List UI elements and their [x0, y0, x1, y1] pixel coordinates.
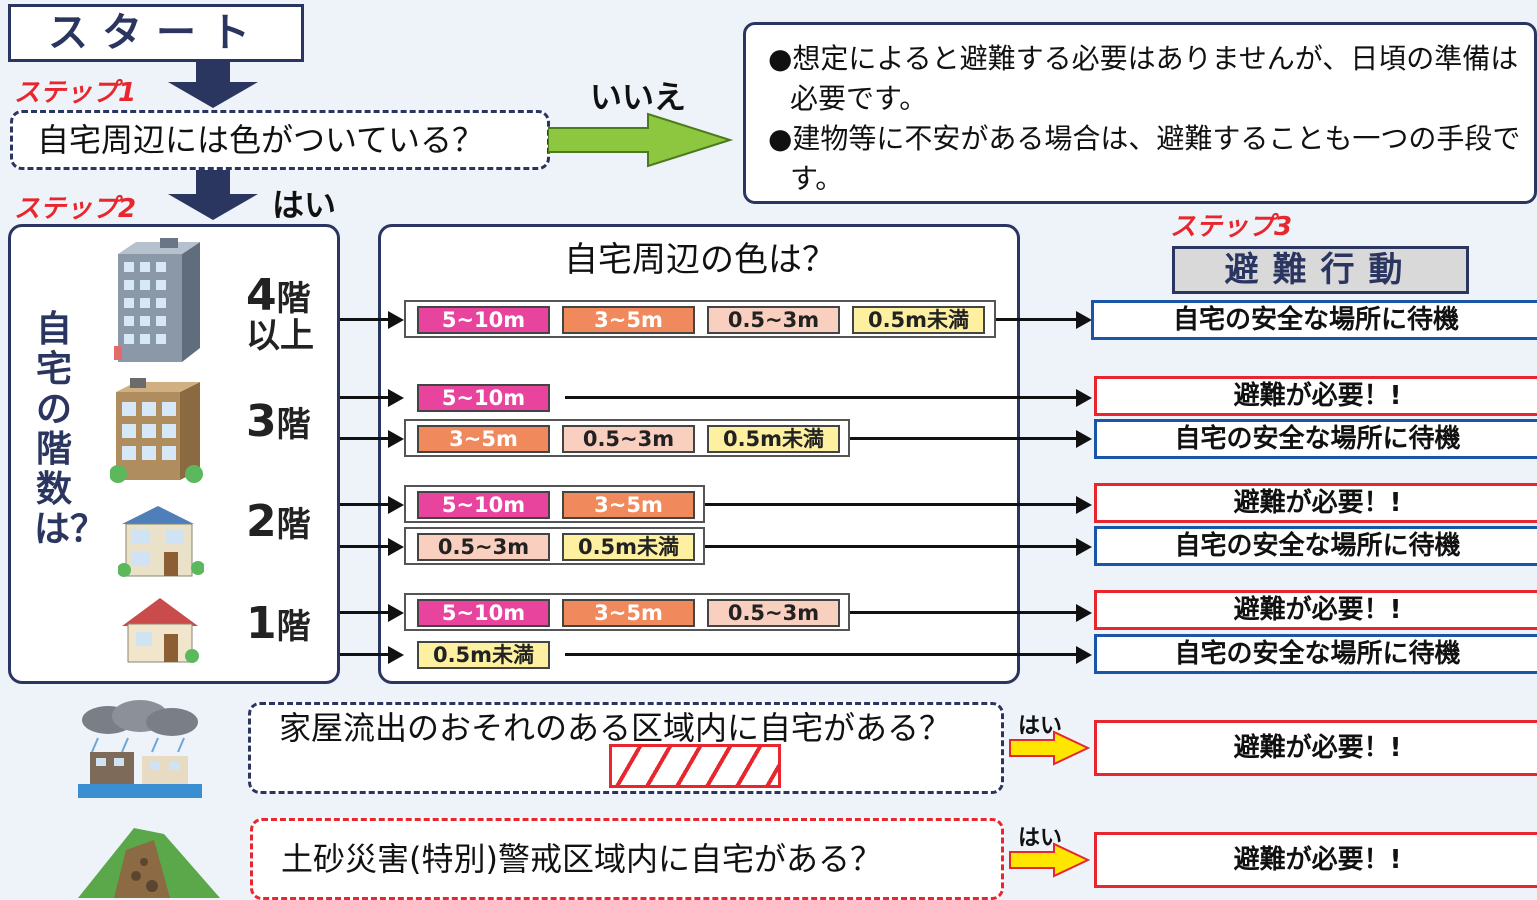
one-story-house-icon	[122, 598, 199, 663]
chip-under-0-5m: 0.5m未満	[562, 533, 695, 561]
connector	[340, 318, 390, 321]
color-question: 自宅周辺の色は？	[564, 240, 836, 280]
apartment-icon	[110, 378, 203, 483]
arrowhead	[1076, 496, 1092, 514]
chip-0-5-3m: 0.5~3m	[417, 533, 550, 561]
result-stay-3f: 自宅の安全な場所に待機	[1094, 419, 1537, 459]
floor-1-label: 1階	[246, 598, 311, 649]
connector	[340, 545, 390, 548]
question1-text: 自宅周辺には色がついている？	[37, 121, 485, 159]
yes-label: はい	[272, 186, 337, 224]
landslide-question: 土砂災害(特別)警戒区域内に自宅がある？	[281, 840, 882, 878]
result-stay-4f: 自宅の安全な場所に待機	[1091, 300, 1537, 340]
arrowhead	[388, 604, 404, 622]
tall-building-icon	[114, 238, 200, 362]
connector	[340, 437, 390, 440]
chip-0-5-3m: 0.5~3m	[707, 599, 840, 627]
yellow-arrow-icon	[1009, 842, 1090, 878]
no-color-info-box: ●想定によると避難する必要はありませんが、日頃の準備は必要です。 ●建物等に不安…	[743, 22, 1537, 204]
floor-question: 自宅の階数は？	[34, 309, 107, 550]
connector	[340, 611, 390, 614]
chip-under-0-5m: 0.5m未満	[707, 425, 840, 453]
no-label: いいえ	[590, 78, 687, 116]
connector	[340, 396, 390, 399]
chip-0-5-3m: 0.5~3m	[562, 425, 695, 453]
arrowhead	[1076, 604, 1092, 622]
arrowhead	[388, 389, 404, 407]
result-evacuate-house-flow: 避難が必要！!	[1094, 720, 1537, 776]
arrowhead	[1076, 389, 1092, 407]
chip-under-0-5m: 0.5m未満	[417, 641, 550, 669]
house-flow-question: 家屋流出のおそれのある区域内に自宅がある？	[279, 709, 952, 747]
info-bullet-2: ●建物等に不安がある場合は、避難することも一つの手段です。	[768, 122, 1521, 195]
floor-4-label: 4階	[246, 270, 311, 321]
evacuation-action-title: 避難行動	[1172, 246, 1469, 294]
chip-5-10m: 5~10m	[417, 491, 550, 519]
chip-3-5m: 3~5m	[417, 425, 550, 453]
chip-5-10m: 5~10m	[417, 599, 550, 627]
connector	[996, 318, 1076, 321]
chip-3-5m: 3~5m	[562, 599, 695, 627]
landslide-icon	[78, 828, 220, 898]
result-evacuate-1f: 避難が必要！!	[1094, 590, 1537, 630]
result-stay-2f: 自宅の安全な場所に待機	[1094, 526, 1537, 566]
question1-box: 自宅周辺には色がついている？	[10, 110, 550, 170]
house-flow-hatch-legend	[609, 744, 781, 788]
landslide-question-box: 土砂災害(特別)警戒区域内に自宅がある？	[250, 818, 1004, 900]
arrowhead	[1076, 430, 1092, 448]
arrowhead	[388, 430, 404, 448]
start-title: スタート	[8, 4, 304, 62]
step1-label: ステップ1	[14, 78, 137, 108]
arrowhead	[388, 538, 404, 556]
floor-4-extra: 以上	[246, 316, 314, 356]
connector	[705, 545, 1076, 548]
arrowhead	[1076, 538, 1092, 556]
yellow-arrow-icon	[1009, 730, 1090, 766]
step2-label: ステップ2	[14, 194, 137, 224]
arrowhead	[388, 496, 404, 514]
step3-label: ステップ3	[1170, 212, 1293, 242]
green-arrow-icon	[548, 112, 734, 168]
chip-3-5m: 3~5m	[562, 306, 695, 334]
chip-0-5-3m: 0.5~3m	[707, 306, 840, 334]
two-story-house-icon	[118, 506, 204, 577]
result-evacuate-landslide: 避難が必要！!	[1094, 832, 1537, 888]
connector	[565, 396, 1076, 399]
chip-3-5m: 3~5m	[562, 491, 695, 519]
down-arrow-2	[168, 170, 258, 220]
down-arrow-1	[168, 62, 258, 108]
arrowhead	[1076, 311, 1092, 329]
info-bullet-1: ●想定によると避難する必要はありませんが、日頃の準備は必要です。	[768, 42, 1519, 115]
result-stay-1f: 自宅の安全な場所に待機	[1094, 634, 1537, 674]
floor-3-label: 3階	[246, 396, 311, 447]
chip-5-10m: 5~10m	[417, 306, 550, 334]
connector	[340, 503, 390, 506]
connector	[850, 611, 1076, 614]
connector	[565, 653, 1076, 656]
arrowhead	[1076, 646, 1092, 664]
result-evacuate-3f: 避難が必要！!	[1094, 376, 1537, 416]
result-evacuate-2f: 避難が必要！!	[1094, 483, 1537, 523]
chip-5-10m: 5~10m	[417, 384, 550, 412]
chip-under-0-5m: 0.5m未満	[852, 306, 985, 334]
flood-house-icon	[78, 700, 202, 798]
arrowhead	[388, 311, 404, 329]
connector	[705, 503, 1076, 506]
arrowhead	[388, 646, 404, 664]
floor-2-label: 2階	[246, 496, 311, 547]
connector	[340, 653, 390, 656]
connector	[850, 437, 1076, 440]
